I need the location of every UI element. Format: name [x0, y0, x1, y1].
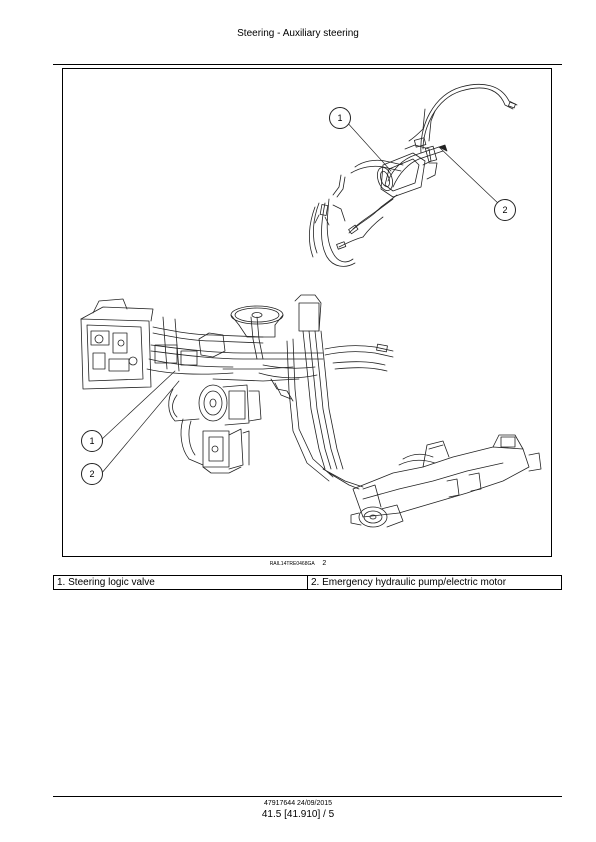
legend-item-2: 2. Emergency hydraulic pump/electric mot…: [307, 575, 562, 590]
page-header-title: Steering - Auxiliary steering: [237, 28, 359, 39]
chassis-left-cab-area: [80, 298, 324, 390]
callout-number: 2: [502, 205, 508, 215]
footer-doc-id: 47917644 24/09/2015: [263, 800, 333, 807]
steering-line-drawing: [80, 84, 542, 528]
figure-frame: 1 2 1 2: [62, 68, 552, 557]
callout-balloon-1-upper: 2: [494, 199, 516, 221]
callout-balloon-2-upper: 1: [329, 107, 351, 129]
hydraulic-lines-center: [212, 294, 394, 482]
header-divider: [53, 64, 562, 65]
callout-number: 1: [337, 113, 343, 123]
callout-number: 1: [89, 436, 95, 446]
fan-and-pump-housing: [168, 384, 262, 474]
legend-table: 1. Steering logic valve 2. Emergency hyd…: [53, 575, 562, 590]
table-row: 1. Steering logic valve 2. Emergency hyd…: [53, 575, 562, 590]
callout-number: 2: [89, 469, 95, 479]
footer-page-number: 41.5 [41.910] / 5: [261, 809, 335, 820]
callout-leaders: [100, 119, 502, 475]
legend-item-1: 1. Steering logic valve: [53, 575, 308, 590]
figure-reference: RAIL14TRE0468GA 2: [0, 560, 596, 567]
callout-balloon-1-lower: 1: [81, 430, 103, 452]
steering-wheel: [230, 305, 284, 360]
pump-assembly-detail: [309, 84, 518, 267]
figure-number: 2: [322, 560, 327, 567]
callout-balloon-2-lower: 2: [81, 463, 103, 485]
footer-divider: [53, 796, 562, 797]
figure-code: RAIL14TRE0468GA: [269, 561, 315, 567]
axle-and-transmission: [322, 434, 542, 528]
